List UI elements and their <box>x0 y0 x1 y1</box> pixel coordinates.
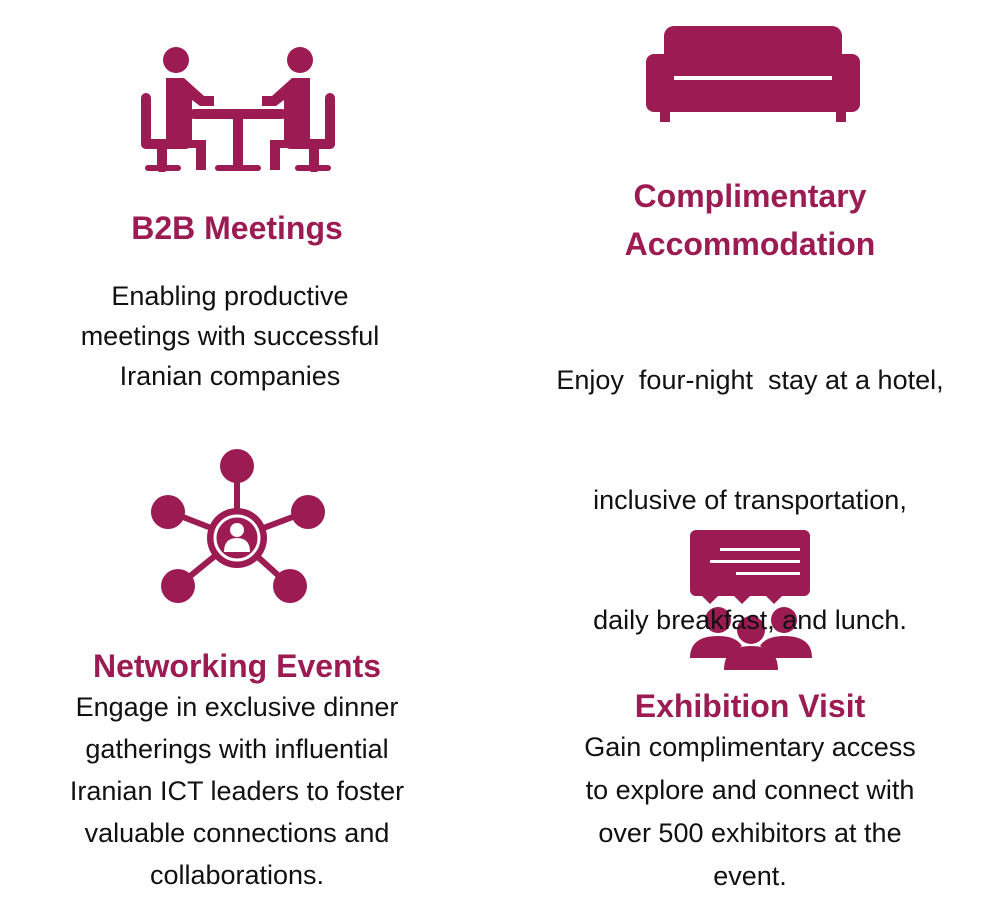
description-line: event. <box>713 861 787 891</box>
feature-accommodation: Complimentary Accommodation Enjoy four-n… <box>550 172 950 720</box>
feature-description: Engage in exclusive dinner gatherings wi… <box>37 686 437 896</box>
title-line: Exhibition Visit <box>634 688 866 724</box>
feature-b2b-meetings: B2B Meetings Enabling productive meeting… <box>37 204 437 396</box>
audience-speech-icon <box>690 530 812 670</box>
feature-description: Gain complimentary access to explore and… <box>550 726 950 898</box>
feature-title: Complimentary Accommodation <box>550 172 950 268</box>
description-line: collaborations. <box>149 860 325 890</box>
title-line: Networking Events <box>92 648 382 684</box>
description-line: inclusive of transportation, <box>593 485 907 515</box>
sofa-icon <box>646 26 860 122</box>
title-line: Accommodation <box>624 226 876 262</box>
description-line: valuable connections and <box>84 818 390 848</box>
feature-description: Enjoy four-night stay at a hotel, inclus… <box>550 280 950 720</box>
feature-networking-events: Networking Events Engage in exclusive di… <box>37 642 437 896</box>
description-line: gatherings with influential <box>85 734 389 764</box>
description-line: Iranian ICT leaders to foster <box>69 776 405 806</box>
description-line: Gain complimentary access <box>584 732 916 762</box>
description-line: Enabling productive <box>111 281 349 311</box>
title-line: Complimentary <box>633 178 867 214</box>
feature-title: B2B Meetings <box>37 204 437 252</box>
description-line: Enjoy four-night stay at a hotel, <box>556 365 944 395</box>
description-line: meetings with successful <box>80 321 380 351</box>
description-line: over 500 exhibitors at the <box>598 818 902 848</box>
feature-title: Networking Events <box>37 642 437 690</box>
feature-title: Exhibition Visit <box>550 682 950 730</box>
title-line: B2B Meetings <box>131 210 343 246</box>
description-line: daily breakfast, and lunch. <box>593 605 907 635</box>
feature-description: Enabling productive meetings with succes… <box>23 276 437 396</box>
network-icon <box>151 449 325 603</box>
meeting-table-icon <box>141 47 335 172</box>
description-line: Engage in exclusive dinner <box>75 692 399 722</box>
feature-exhibition-visit: Exhibition Visit Gain complimentary acce… <box>550 682 950 898</box>
description-line: Iranian companies <box>119 361 341 391</box>
description-line: to explore and connect with <box>585 775 915 805</box>
